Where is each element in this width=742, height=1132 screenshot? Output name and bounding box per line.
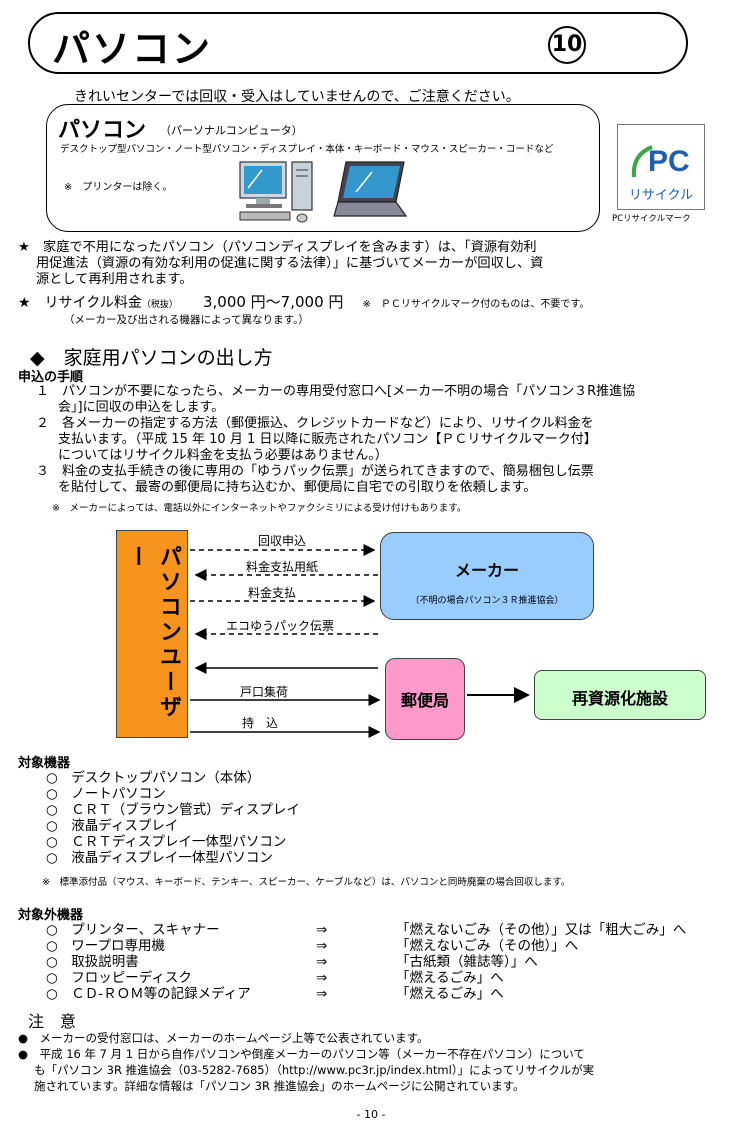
- page-number: - 10 -: [356, 1108, 386, 1121]
- non-target-dest: 「燃えるごみ」へ: [396, 970, 504, 986]
- arrow-label-fee-payment: 料金支払: [247, 586, 296, 600]
- non-target-arrow: ⇒: [316, 970, 328, 986]
- fee-note: ※ ＰＣリサイクルマーク付のものは、不要です。: [362, 299, 590, 310]
- caution-item: も「パソコン 3R 推進協会（03-5282-7685）（http://www.…: [34, 1063, 595, 1077]
- target-item: ○ ＣＲＴ（ブラウン管式）ディスプレイ: [46, 802, 300, 818]
- non-target-row: ○ ワープロ専用機 ⇒ 「燃えないごみ（その他）」へ: [46, 938, 726, 954]
- post-office-node: 郵便局: [385, 658, 465, 740]
- pc-types: デスクトップ型パソコン・ノート型パソコン・ディスプレイ・本体・キーボード・マウス…: [60, 144, 554, 155]
- non-target-dest: 「燃えないごみ（その他）」又は「粗大ごみ」へ: [396, 922, 687, 938]
- fee-label: ★ リサイクル料金: [18, 295, 142, 311]
- non-target-row: ○ プリンター、スキャナー ⇒ 「燃えないごみ（その他）」又は「粗大ごみ」へ: [46, 922, 726, 938]
- step-line: ３ 料金の支払手続きの後に専用の「ゆうパック伝票」が送られてきますので、簡易梱包…: [36, 464, 594, 479]
- fee-tax: （税抜）: [141, 300, 178, 310]
- caution-list: ● メーカーの受付窓口は、メーカーのホームページ上等で公表されています。 ● 平…: [18, 1030, 594, 1094]
- step-line: ２ 各メーカーの指定する方法（郵便振込、クレジットカードなど）により、リサイクル…: [36, 416, 594, 431]
- page-title: パソコン: [52, 27, 213, 71]
- arrow-label-request: 回収申込: [257, 534, 306, 548]
- procedure-steps: １ パソコンが不要になったら、メーカーの専用受付窓口へ[メーカー不明の場合「パソ…: [36, 384, 635, 496]
- user-node-label: パソコンユーザー: [124, 545, 181, 720]
- target-item: ○ デスクトップパソコン（本体）: [46, 770, 261, 786]
- non-target-arrow: ⇒: [316, 954, 328, 970]
- target-list: ○ デスクトップパソコン（本体） ○ ノートパソコン ○ ＣＲＴ（ブラウン管式）…: [46, 770, 300, 866]
- arrow-label-fee-form: 料金支払用紙: [245, 560, 318, 574]
- non-target-item: ○ ＣＤ‐ＲＯＭ等の記録メディア: [46, 986, 251, 1002]
- pc-heading-sub: （パーソナルコンピュータ）: [160, 124, 303, 137]
- non-target-row: ○ フロッピーディスク ⇒ 「燃えるごみ」へ: [46, 970, 726, 986]
- post-office-node-label: 郵便局: [400, 691, 449, 710]
- fee-line: ★ リサイクル料金（税抜） 3,000 円～7,000 円 ※ ＰＣリサイクルマ…: [18, 291, 589, 312]
- fee-sub: （メーカー及び出される機器によって異なります。）: [64, 314, 309, 326]
- non-target-arrow: ⇒: [316, 922, 328, 938]
- non-target-item: ○ フロッピーディスク: [46, 970, 192, 986]
- maker-node-sub: （不明の場合パソコン３Ｒ推進協会）: [410, 596, 564, 606]
- arrow-label-bring-in: 持 込: [241, 716, 278, 730]
- non-target-dest: 「燃えるごみ」へ: [396, 986, 504, 1002]
- non-target-list: ○ プリンター、スキャナー ⇒ 「燃えないごみ（その他）」又は「粗大ごみ」へ ○…: [46, 922, 726, 1002]
- caution-header: 注 意: [28, 1012, 77, 1031]
- target-header: 対象機器: [18, 756, 71, 771]
- pc-recycle-logo-icon: PC リサイクル: [629, 145, 693, 203]
- step-line: 支払います。（平成 15 年 10 月 1 日以降に販売されたパソコン【ＰＣリサ…: [58, 432, 597, 447]
- intro-line: 源として再利用されます。: [36, 272, 193, 287]
- target-item: ○ 液晶ディスプレイ: [46, 818, 179, 834]
- pc-exclusion: ※ プリンターは除く。: [64, 182, 173, 193]
- non-target-dest: 「古紙類（雑誌等）」へ: [396, 954, 538, 970]
- arrow-label-door-pickup: 戸口集荷: [239, 685, 288, 699]
- intro-paragraph: ★ 家庭で不用になったパソコン（パソコンディスプレイを含みます）は、「資源有効利…: [18, 240, 543, 288]
- pc-heading: パソコン: [58, 118, 147, 143]
- maker-node-label: メーカー: [454, 561, 519, 580]
- title-number-badge: 10: [548, 26, 586, 64]
- maker-node: メーカー （不明の場合パソコン３Ｒ推進協会）: [380, 532, 594, 620]
- target-item: ○ 液晶ディスプレイ一体型パソコン: [46, 850, 273, 866]
- intro-line: 用促進法（資源の有効な利用の促進に関する法律）」に基づいてメーカーが回収し、資: [36, 256, 544, 271]
- non-target-header: 対象外機器: [18, 908, 84, 923]
- pc-info-box: [46, 104, 600, 232]
- caution-item: ● 平成 16 年 7 月 1 日から自作パソコンや倒産メーカーのパソコン等（メ…: [18, 1047, 585, 1061]
- section-title: ◆ 家庭用パソコンの出し方: [30, 347, 273, 369]
- non-target-item: ○ 取扱説明書: [46, 954, 139, 970]
- step-line: を貼付して、最寄の郵便局に持ち込むか、郵便局に自宅での引取りを依頼します。: [58, 480, 537, 495]
- user-node: パソコンユーザー: [116, 530, 188, 738]
- desktop-pc-icon: [239, 161, 313, 223]
- recycle-facility-node: 再資源化施設: [534, 670, 706, 720]
- target-note: ※ 標準添付品（マウス、キーボード、テンキー、スピーカー、ケーブルなど）は、パソ…: [42, 877, 571, 888]
- pc-mark-letters: PC: [648, 145, 690, 178]
- fee-range: 3,000 円～7,000 円: [202, 293, 344, 311]
- pc-recycle-mark: PC リサイクル: [617, 124, 705, 210]
- pc-mark-label: リサイクル: [629, 188, 693, 203]
- notice-text: きれいセンターでは回収・受入はしていませんので、ご注意ください。: [74, 89, 520, 105]
- pc-mark-caption: PCリサイクルマーク: [612, 214, 691, 224]
- non-target-item: ○ プリンター、スキャナー: [46, 922, 220, 938]
- non-target-row: ○ 取扱説明書 ⇒ 「古紙類（雑誌等）」へ: [46, 954, 726, 970]
- target-item: ○ ノートパソコン: [46, 786, 166, 802]
- steps-note: ※ メーカーによっては、電話以外にインターネットやファクシミリによる受け付けもあ…: [52, 503, 467, 514]
- step-line: についてはリサイクル料金を支払う必要はありません。）: [58, 448, 388, 463]
- recycle-facility-node-label: 再資源化施設: [571, 689, 668, 708]
- title-frame: [28, 12, 688, 74]
- non-target-arrow: ⇒: [316, 986, 328, 1002]
- procedure-header: 申込の手順: [18, 370, 84, 385]
- step-line: 会」]に回収の申込をします。: [58, 400, 225, 415]
- laptop-pc-icon: [333, 161, 408, 217]
- caution-item: 施されています。詳細な情報は「パソコン 3R 推進協会」のホームページに公開され…: [34, 1079, 525, 1093]
- target-item: ○ ＣＲＴディスプレイ一体型パソコン: [46, 834, 287, 850]
- non-target-row: ○ ＣＤ‐ＲＯＭ等の記録メディア ⇒ 「燃えるごみ」へ: [46, 986, 726, 1002]
- non-target-arrow: ⇒: [316, 938, 328, 954]
- intro-line: ★ 家庭で不用になったパソコン（パソコンディスプレイを含みます）は、「資源有効利: [18, 240, 537, 255]
- non-target-dest: 「燃えないごみ（その他）」へ: [396, 938, 579, 954]
- step-line: １ パソコンが不要になったら、メーカーの専用受付窓口へ[メーカー不明の場合「パソ…: [36, 384, 636, 399]
- arrow-label-eco-slip: エコゆうパック伝票: [225, 619, 334, 633]
- non-target-item: ○ ワープロ専用機: [46, 938, 165, 954]
- caution-item: ● メーカーの受付窓口は、メーカーのホームページ上等で公表されています。: [18, 1031, 429, 1045]
